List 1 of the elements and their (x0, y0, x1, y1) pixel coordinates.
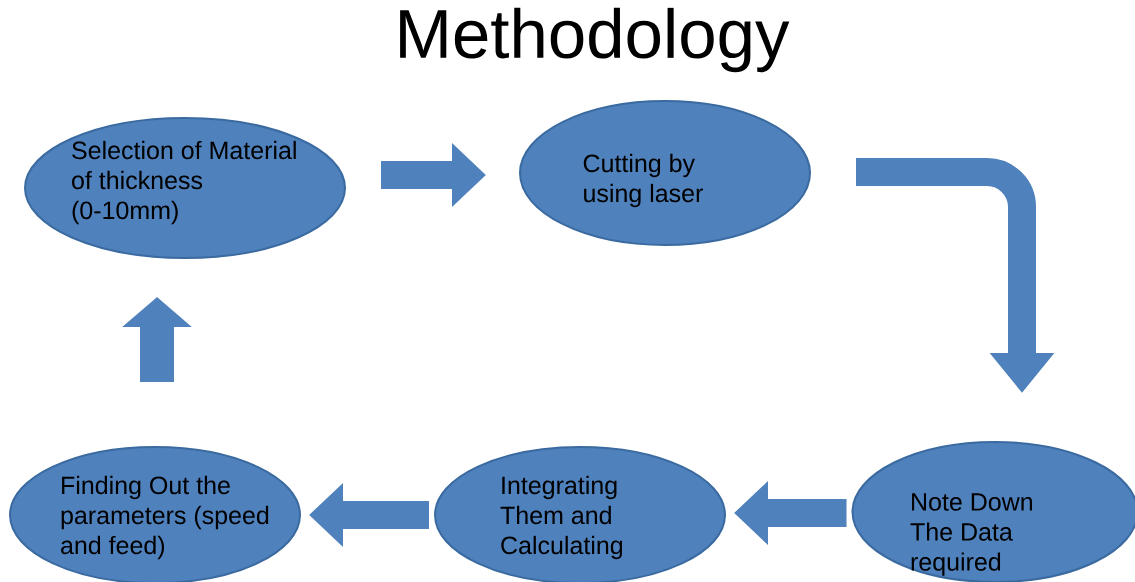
title: Methodology (400, 7, 790, 73)
